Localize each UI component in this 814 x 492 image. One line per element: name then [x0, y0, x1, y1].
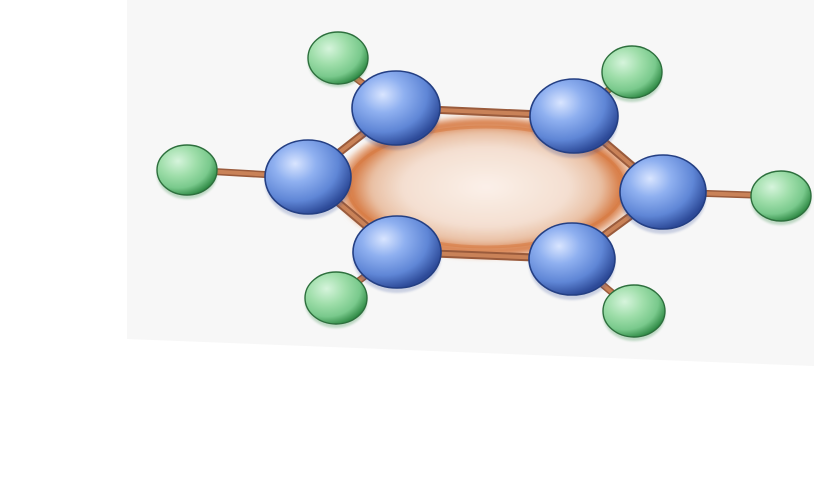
ring-atom-bottom-right: [528, 222, 616, 296]
ring-atom-left: [264, 139, 352, 215]
ring-atom-top-right: [529, 78, 619, 154]
substituent-atom-bottom-right: [602, 284, 666, 338]
ring-atom-bottom-left: [352, 215, 442, 289]
ring-atom-top-left: [351, 70, 441, 146]
substituent-atom-right: [750, 170, 812, 222]
ring-atom-right: [619, 154, 707, 230]
substituent-atom-bottom-left: [304, 271, 368, 325]
ring-atoms: [264, 70, 707, 300]
substituent-atom-left: [156, 144, 218, 196]
substituent-atoms: [156, 31, 812, 341]
substituent-atom-top-left: [307, 31, 369, 85]
substituent-atom-top-right: [601, 45, 663, 99]
